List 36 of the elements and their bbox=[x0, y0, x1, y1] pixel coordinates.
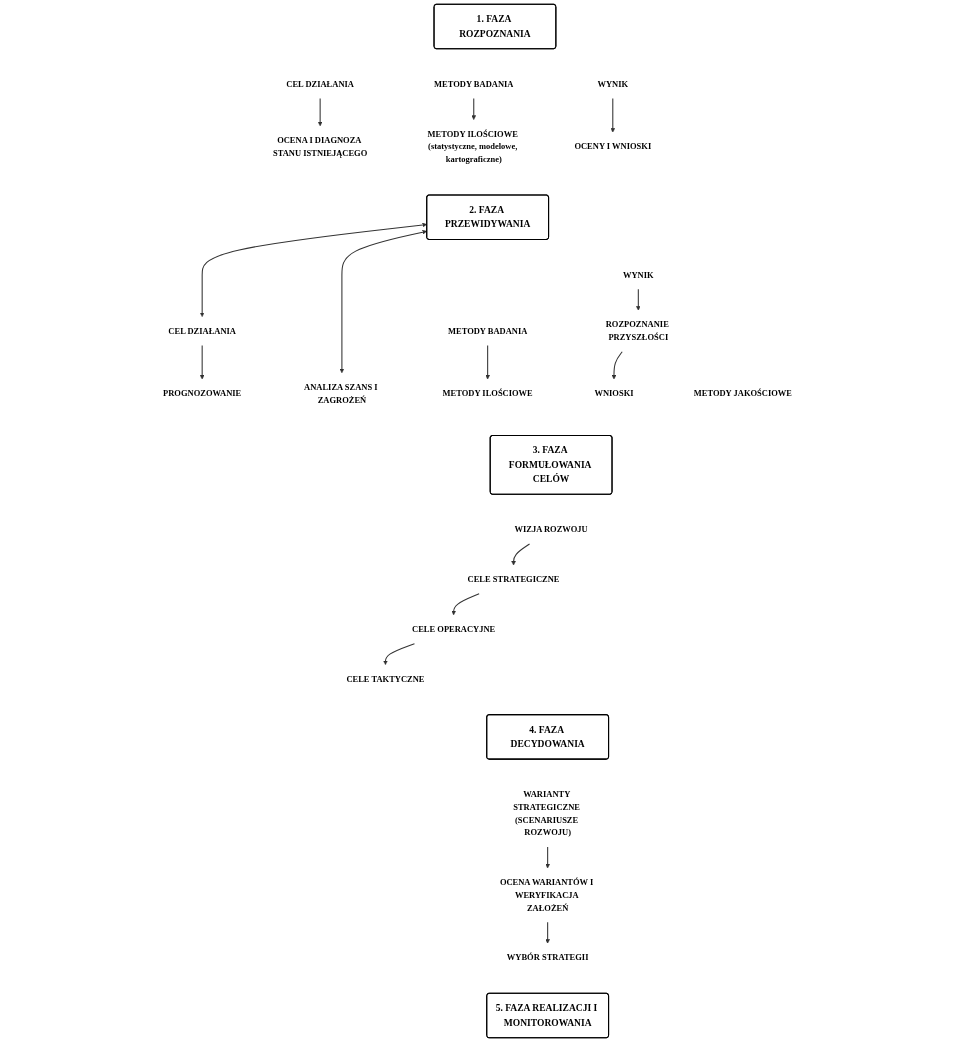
node-text: OCENY I WNIOSKI bbox=[574, 141, 652, 151]
arrow bbox=[485, 344, 490, 380]
arrow bbox=[199, 222, 427, 317]
node-text: WNIOSKI bbox=[594, 388, 634, 398]
node-text: METODY ILOŚCIOWE (statystyczne, modelowe, kartograficzne) bbox=[427, 129, 518, 164]
arrow bbox=[339, 229, 427, 374]
node-text: METODY ILOŚCIOWE bbox=[442, 388, 533, 398]
node-text: CELE STRATEGICZNE bbox=[467, 574, 560, 584]
arrow bbox=[451, 593, 480, 616]
arrow bbox=[383, 643, 415, 666]
node-text: WYNIK bbox=[597, 79, 629, 89]
node-text: CELE TAKTYCZNE bbox=[346, 674, 425, 684]
arrow bbox=[545, 846, 550, 869]
node-text: CEL DZIAŁANIA bbox=[286, 79, 354, 89]
arrow bbox=[199, 344, 205, 380]
node-text: OCENA I DIAGNOZA STANU ISTNIEJĄCEGO bbox=[273, 135, 368, 158]
node-text: ROZPOZNANIE PRZYSZŁOŚCI bbox=[605, 319, 669, 342]
arrow bbox=[471, 98, 477, 120]
node-text: WIZJA ROZWOJU bbox=[514, 524, 588, 534]
node-text: OCENA WARIANTÓW I WERYFIKACJA ZAŁOŻEŃ bbox=[499, 877, 594, 913]
node-text: CEL DZIAŁANIA bbox=[168, 326, 236, 336]
arrow bbox=[511, 543, 531, 566]
node-text: PROGNOZOWANIE bbox=[163, 388, 242, 398]
arrow bbox=[317, 98, 323, 127]
arrow bbox=[611, 351, 623, 380]
node-text: WARIANTY STRATEGICZNE (SCENARIUSZE ROZWOJU) bbox=[513, 789, 580, 837]
node-text: WYNIK bbox=[623, 270, 654, 280]
arrow bbox=[636, 288, 641, 311]
node-text: ANALIZA SZANS I ZAGROŻEŃ bbox=[304, 382, 378, 405]
arrow bbox=[545, 921, 550, 944]
arrow bbox=[610, 98, 616, 133]
node-text: CELE OPERACYJNE bbox=[412, 624, 496, 634]
node-text: METODY BADANIA bbox=[434, 79, 514, 89]
node-text: WYBÓR STRATEGII bbox=[506, 953, 589, 963]
node-text: METODY BADANIA bbox=[447, 326, 528, 336]
node-text: METODY JAKOŚCIOWE bbox=[693, 388, 792, 398]
